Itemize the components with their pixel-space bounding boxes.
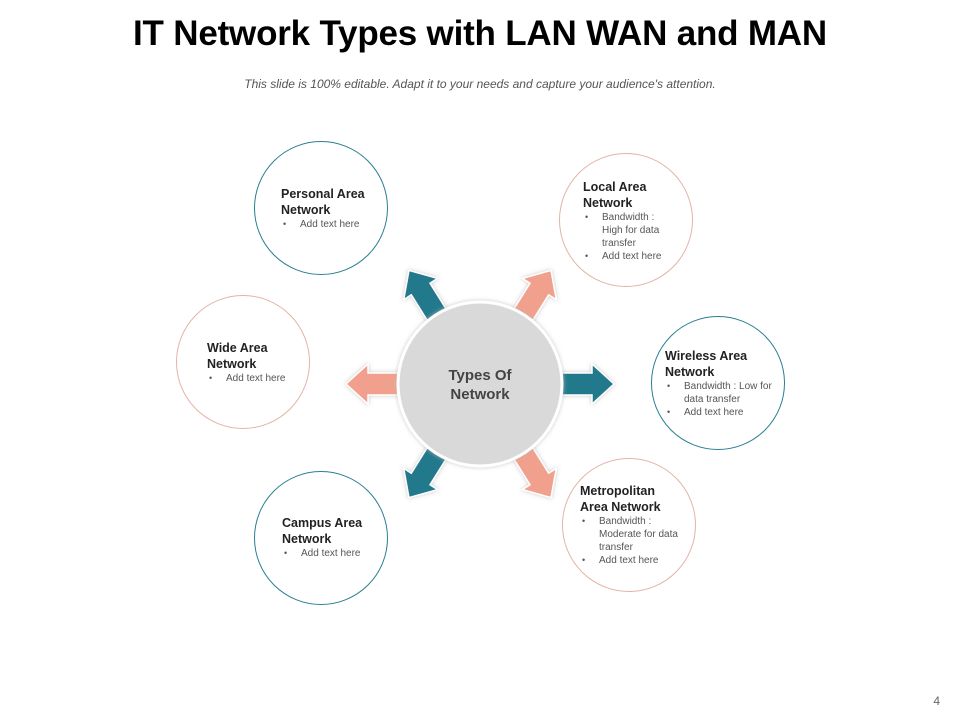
node-bullets: Add text here: [281, 218, 381, 231]
node-wireless-text: Wireless Area Network Bandwidth : Low fo…: [665, 348, 777, 419]
node-campus-area-network[interactable]: [254, 471, 388, 605]
node-local-text: Local Area Network Bandwidth : High for …: [583, 179, 675, 263]
node-bullets: Add text here: [207, 372, 302, 385]
center-label-line2: Network: [450, 386, 510, 403]
node-wide-area-network[interactable]: [176, 295, 310, 429]
node-bullet: Bandwidth : High for data transfer: [583, 211, 675, 250]
node-bullet: Add text here: [282, 547, 382, 560]
slide-title: IT Network Types with LAN WAN and MAN: [133, 14, 827, 53]
slide-subtitle: This slide is 100% editable. Adapt it to…: [244, 77, 716, 91]
node-personal-area-network[interactable]: [254, 141, 388, 275]
center-label: Types Of Network: [398, 366, 562, 404]
node-title: Personal Area Network: [281, 187, 365, 217]
node-title: Wide Area Network: [207, 341, 268, 371]
node-title: Wireless Area Network: [665, 349, 748, 379]
node-personal-text: Personal Area Network Add text here: [281, 186, 381, 231]
node-bullet: Add text here: [583, 250, 675, 263]
center-label-line1: Types Of: [448, 367, 512, 384]
node-bullet: Bandwidth : Moderate for data transfer: [580, 515, 680, 554]
node-bullet: Add text here: [281, 218, 381, 231]
node-campus-text: Campus Area Network Add text here: [282, 515, 382, 560]
page-number: 4: [933, 694, 940, 708]
node-bullet: Add text here: [665, 406, 777, 419]
node-title: Campus Area Network: [282, 516, 363, 546]
node-bullets: Bandwidth : High for data transfer Add t…: [583, 211, 675, 263]
node-bullet: Add text here: [580, 554, 680, 567]
node-wide-text: Wide Area Network Add text here: [207, 340, 302, 385]
node-bullet: Bandwidth : Low for data transfer: [665, 380, 777, 406]
node-bullets: Bandwidth : Low for data transfer Add te…: [665, 380, 777, 419]
node-bullets: Bandwidth : Moderate for data transfer A…: [580, 515, 680, 567]
node-title: Metropolitan Area Network: [580, 484, 661, 514]
node-bullet: Add text here: [207, 372, 302, 385]
node-bullets: Add text here: [282, 547, 382, 560]
node-metropolitan-text: Metropolitan Area Network Bandwidth : Mo…: [580, 483, 680, 567]
node-title: Local Area Network: [583, 180, 647, 210]
center-circle: [396, 300, 564, 468]
